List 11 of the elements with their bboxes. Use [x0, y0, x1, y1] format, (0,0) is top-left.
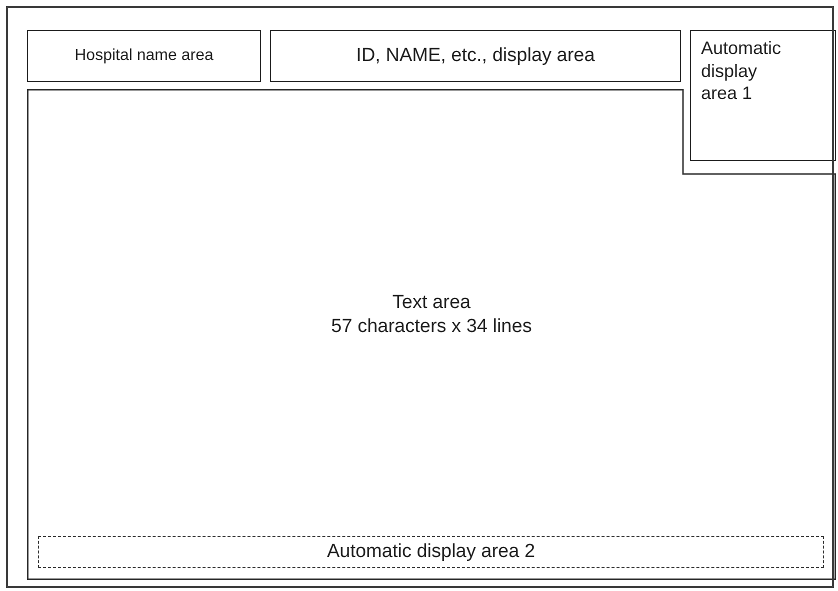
display-area-box [270, 30, 681, 82]
area-label: Automatic display area 2 [326, 540, 536, 564]
display-area-box [38, 536, 824, 568]
display-area-box [27, 30, 261, 82]
area-label: Automatic display area 1 [701, 37, 782, 104]
area-label: 57 characters x 34 lines [331, 314, 532, 338]
area-label: Text area [392, 290, 471, 314]
display-area-box [690, 30, 836, 161]
screen-frame [6, 6, 834, 588]
area-label: Hospital name area [74, 46, 214, 66]
area-label: ID, NAME, etc., display area [356, 44, 595, 68]
